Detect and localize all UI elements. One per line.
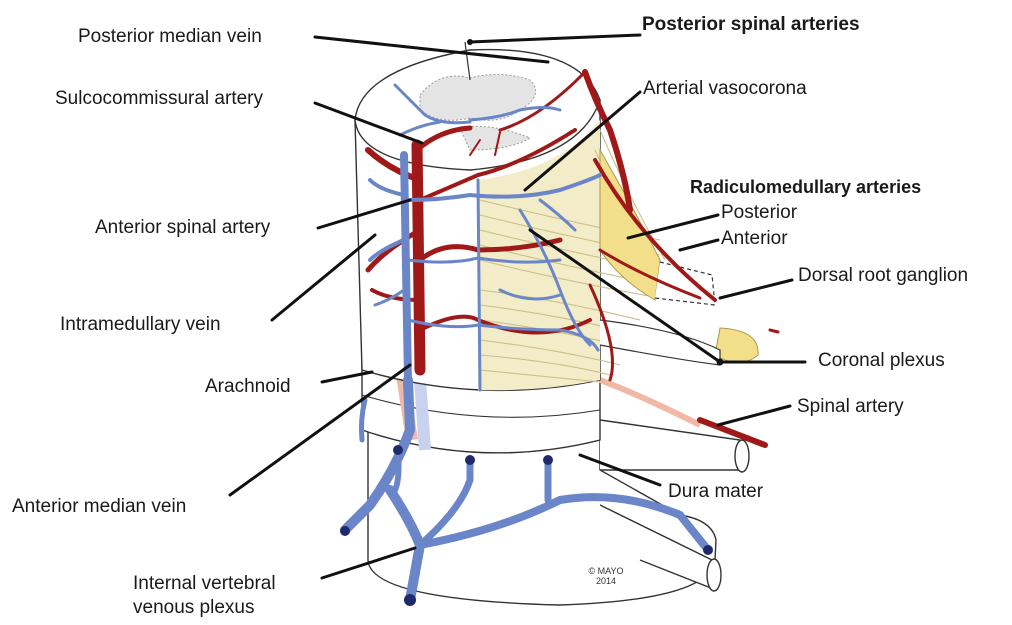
label-anterior: Anterior: [721, 228, 788, 250]
label-posterior-median-vein: Posterior median vein: [78, 26, 262, 48]
label-dorsal-root-ganglion: Dorsal root ganglion: [798, 265, 968, 287]
label-arachnoid: Arachnoid: [205, 376, 291, 398]
label-arterial-vasocorona: Arterial vasocorona: [643, 78, 807, 100]
label-dura-mater: Dura mater: [668, 481, 763, 503]
label-spinal-artery: Spinal artery: [797, 396, 904, 418]
copyright-mark: © MAYO 2014: [582, 566, 630, 586]
label-coronal-plexus: Coronal plexus: [818, 350, 945, 372]
copyright-line1: © MAYO: [582, 566, 630, 576]
label-posterior-spinal-arteries: Posterior spinal arteries: [642, 14, 860, 36]
label-radiculomedullary-arteries: Radiculomedullary arteries: [690, 176, 921, 198]
label-internal-vertebral-line1: Internal vertebral: [133, 573, 276, 595]
label-internal-vertebral-line2: venous plexus: [133, 597, 254, 619]
copyright-line2: 2014: [582, 576, 630, 586]
label-anterior-median-vein: Anterior median vein: [12, 496, 186, 518]
label-posterior: Posterior: [721, 202, 797, 224]
label-anterior-spinal-artery: Anterior spinal artery: [95, 217, 270, 239]
label-intramedullary-vein: Intramedullary vein: [60, 314, 221, 336]
label-sulcocommissural-artery: Sulcocommissural artery: [55, 88, 263, 110]
